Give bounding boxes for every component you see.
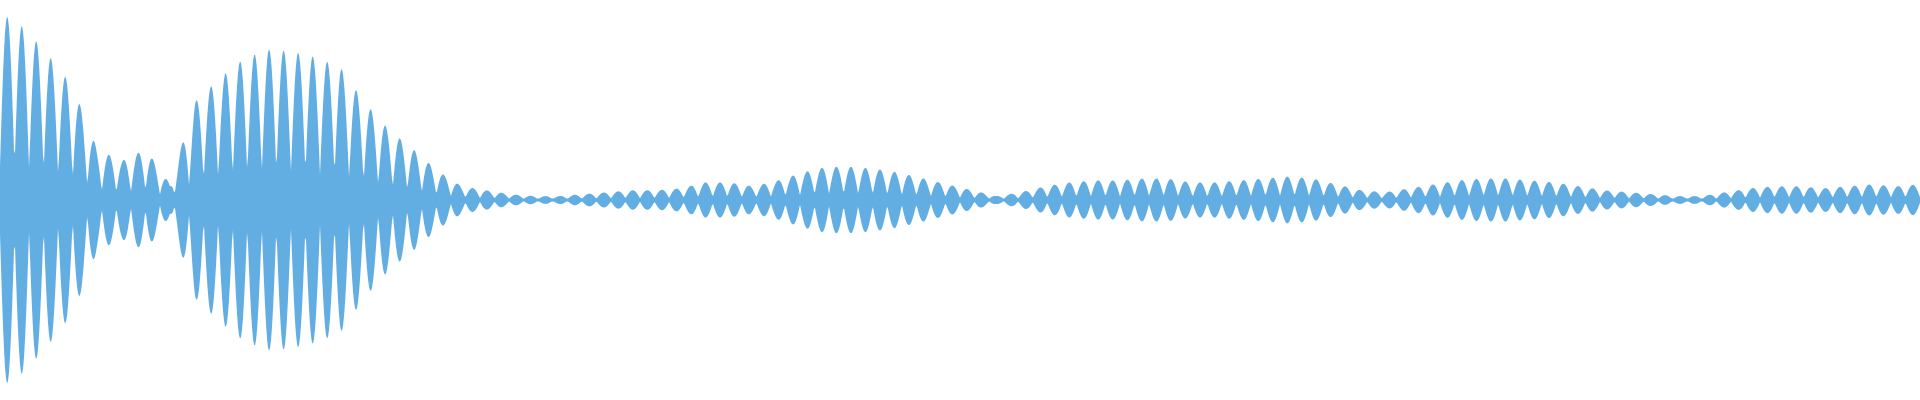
waveform-fill	[0, 16, 1920, 384]
